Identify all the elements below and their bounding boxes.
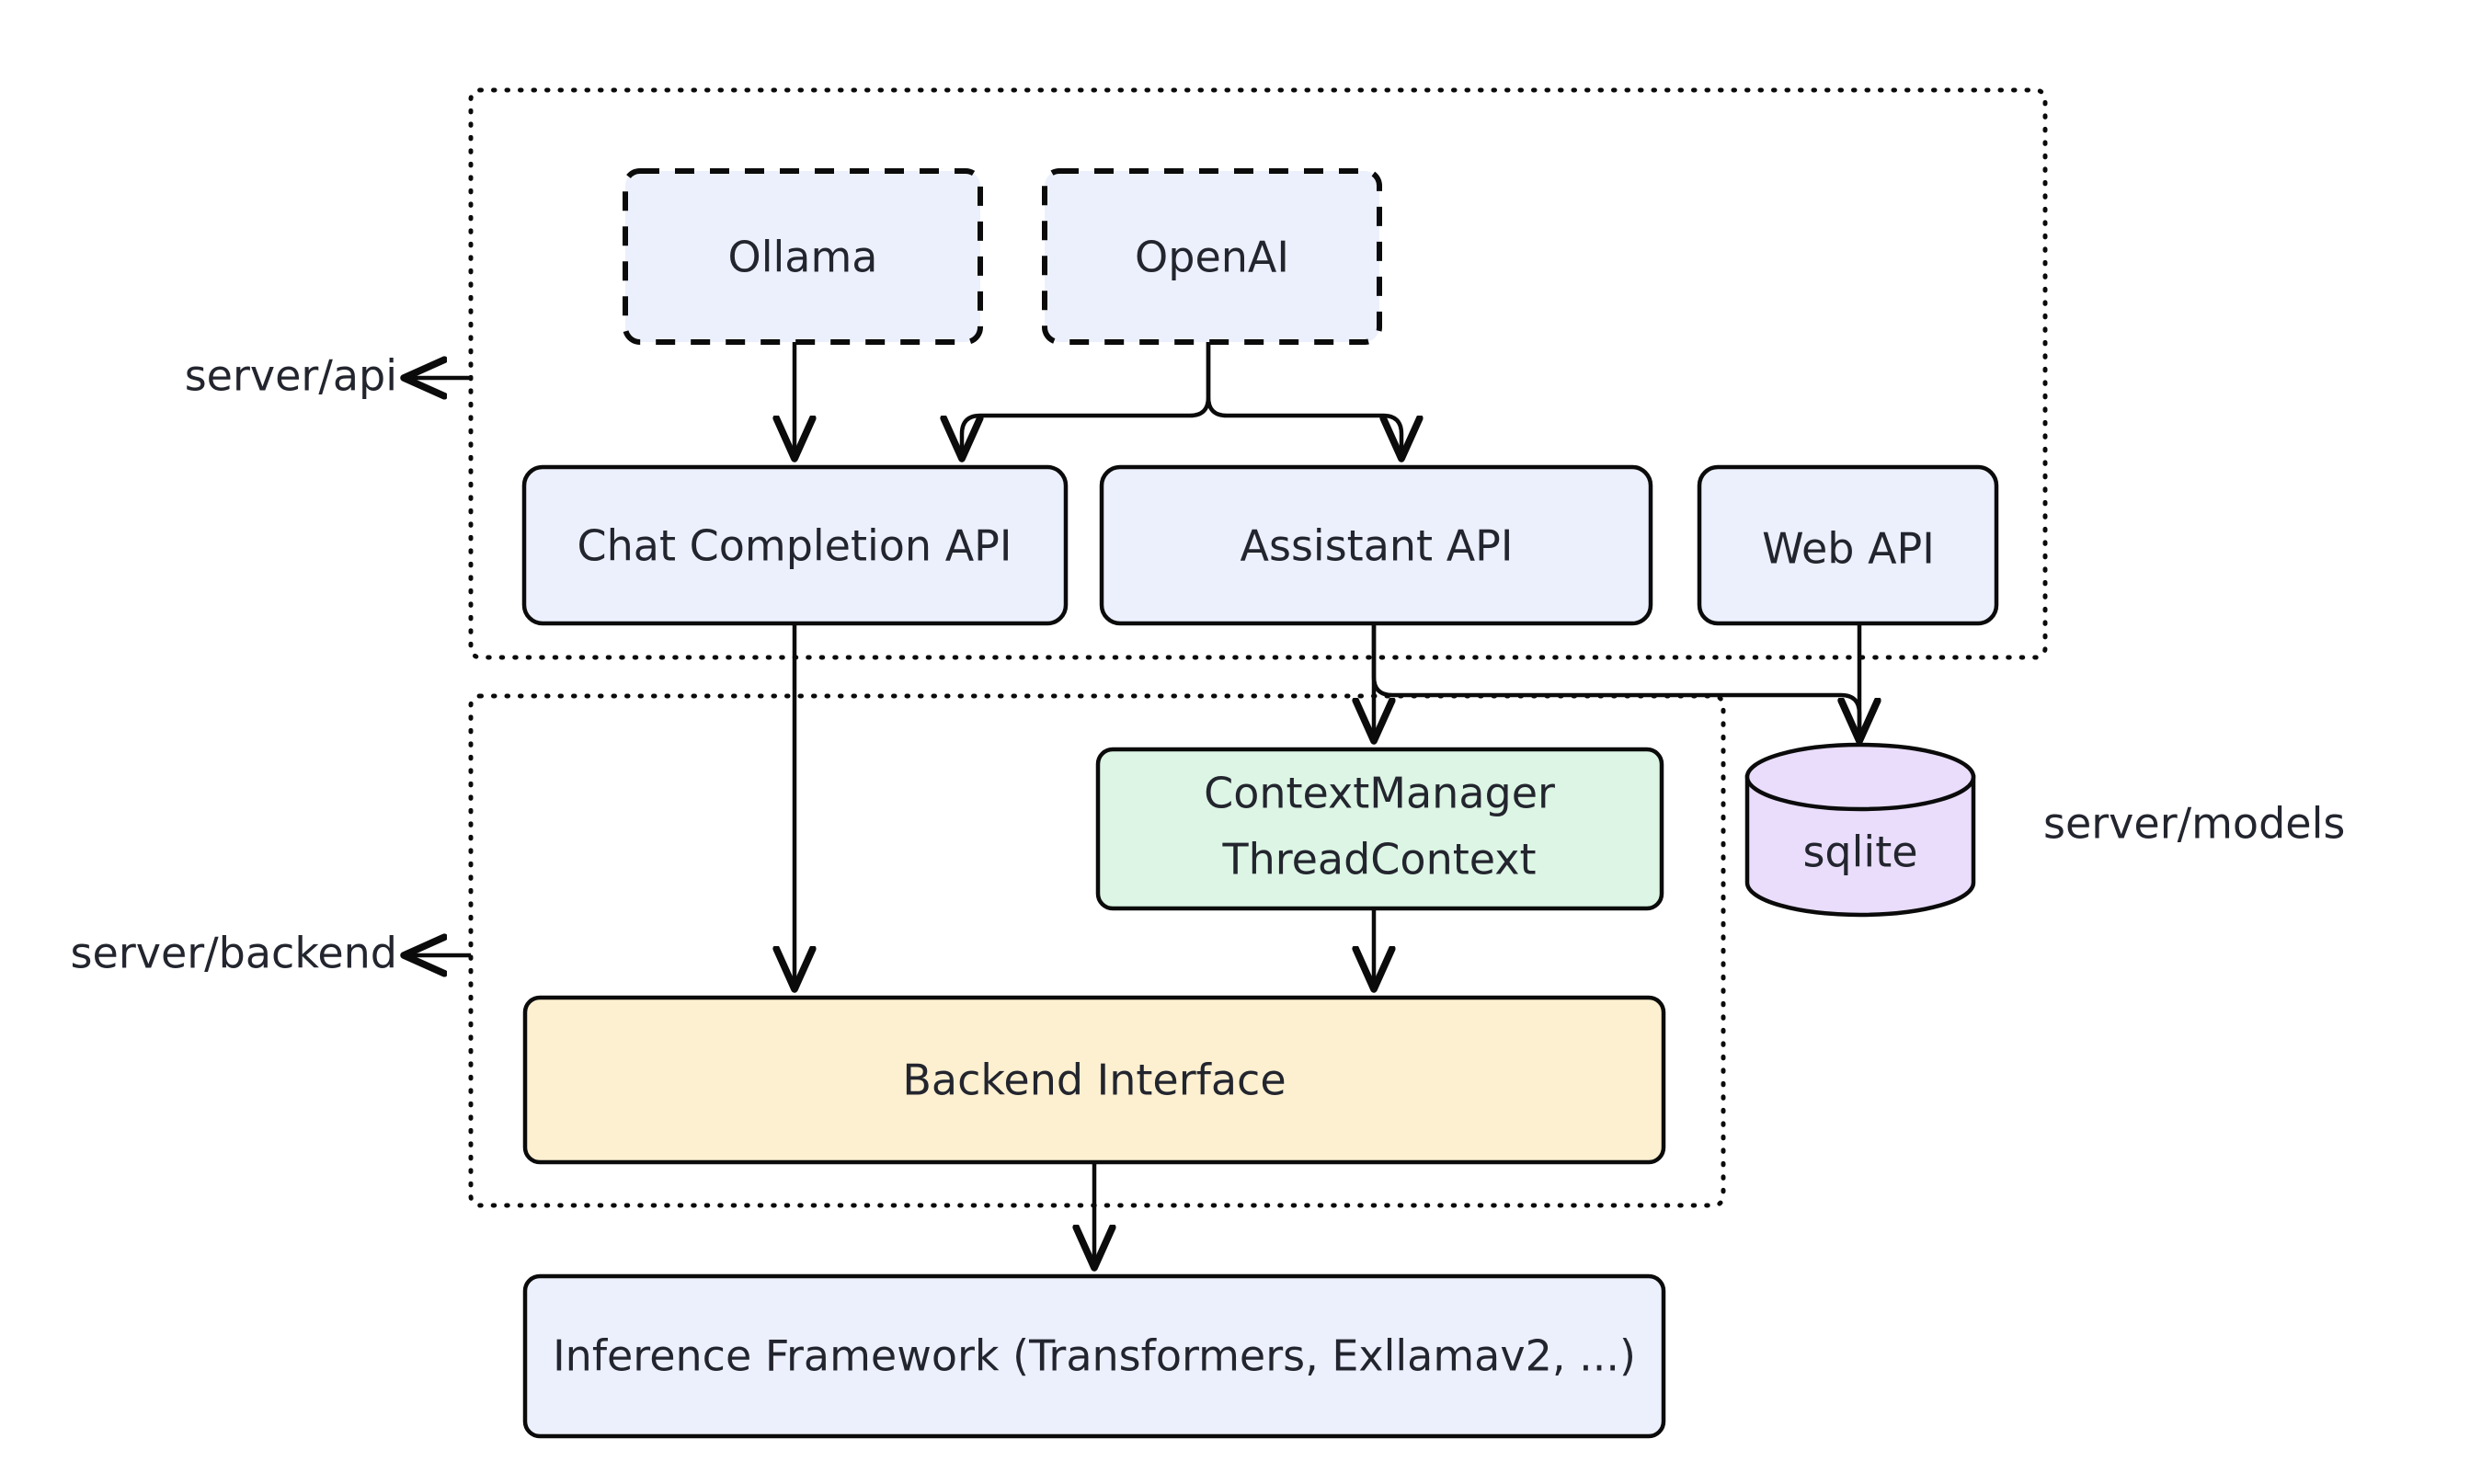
edge-openai-to-chat-api: [962, 342, 1211, 458]
node-ollama-shape: [623, 168, 983, 345]
node-backend-interface-shape: [522, 995, 1666, 1165]
node-chat-completion-api-label: Chat Completion API: [577, 521, 1012, 571]
node-chat-completion-api-shape: [521, 464, 1069, 626]
edge-openai-to-assistant-api: [1206, 342, 1401, 458]
node-contextmanager-label-line1: ContextManager: [1204, 769, 1555, 818]
edge-layer: [795, 342, 1859, 1267]
node-inference-framework-shape: [522, 1273, 1666, 1439]
node-openai-label: OpenAI: [1135, 233, 1289, 282]
group-server-backend: server/backend: [71, 693, 1726, 1208]
group-models-label: server/models: [2043, 799, 2345, 849]
node-web-api-label: Web API: [1762, 524, 1935, 574]
node-sqlite-body: [1744, 774, 1976, 918]
group-api-label: server/api: [185, 351, 397, 401]
node-assistant-api-shape: [1099, 464, 1653, 626]
node-openai[interactable]: OpenAI: [1042, 168, 1382, 345]
group-server-models: server/models: [2043, 799, 2345, 849]
node-ollama[interactable]: Ollama: [623, 168, 983, 345]
node-chat-completion-api[interactable]: Chat Completion API: [521, 464, 1069, 626]
node-web-api-shape: [1697, 464, 1999, 626]
node-backend-interface[interactable]: Backend Interface: [522, 995, 1666, 1165]
group-server-api: server/api: [185, 87, 2048, 660]
node-inference-framework-label: Inference Framework (Transformers, Exlla…: [553, 1331, 1636, 1381]
node-inference-framework[interactable]: Inference Framework (Transformers, Exlla…: [522, 1273, 1666, 1439]
node-web-api[interactable]: Web API: [1697, 464, 1999, 626]
node-contextmanager[interactable]: ContextManager ThreadContext: [1095, 747, 1664, 911]
edge-assistant-api-to-sqlite: [1371, 623, 1859, 740]
group-backend-border: [468, 693, 1726, 1208]
node-assistant-api[interactable]: Assistant API: [1099, 464, 1653, 626]
node-assistant-api-label: Assistant API: [1241, 521, 1514, 571]
node-contextmanager-label-line2: ThreadContext: [1221, 835, 1536, 885]
node-sqlite[interactable]: sqlite: [1744, 742, 1976, 918]
node-backend-interface-label: Backend Interface: [902, 1056, 1286, 1105]
node-sqlite-top: [1744, 742, 1976, 812]
node-sqlite-label: sqlite: [1802, 828, 1917, 877]
node-openai-shape: [1042, 168, 1382, 345]
node-contextmanager-shape: [1095, 747, 1664, 911]
group-backend-label: server/backend: [71, 929, 397, 978]
node-ollama-label: Ollama: [728, 233, 878, 282]
